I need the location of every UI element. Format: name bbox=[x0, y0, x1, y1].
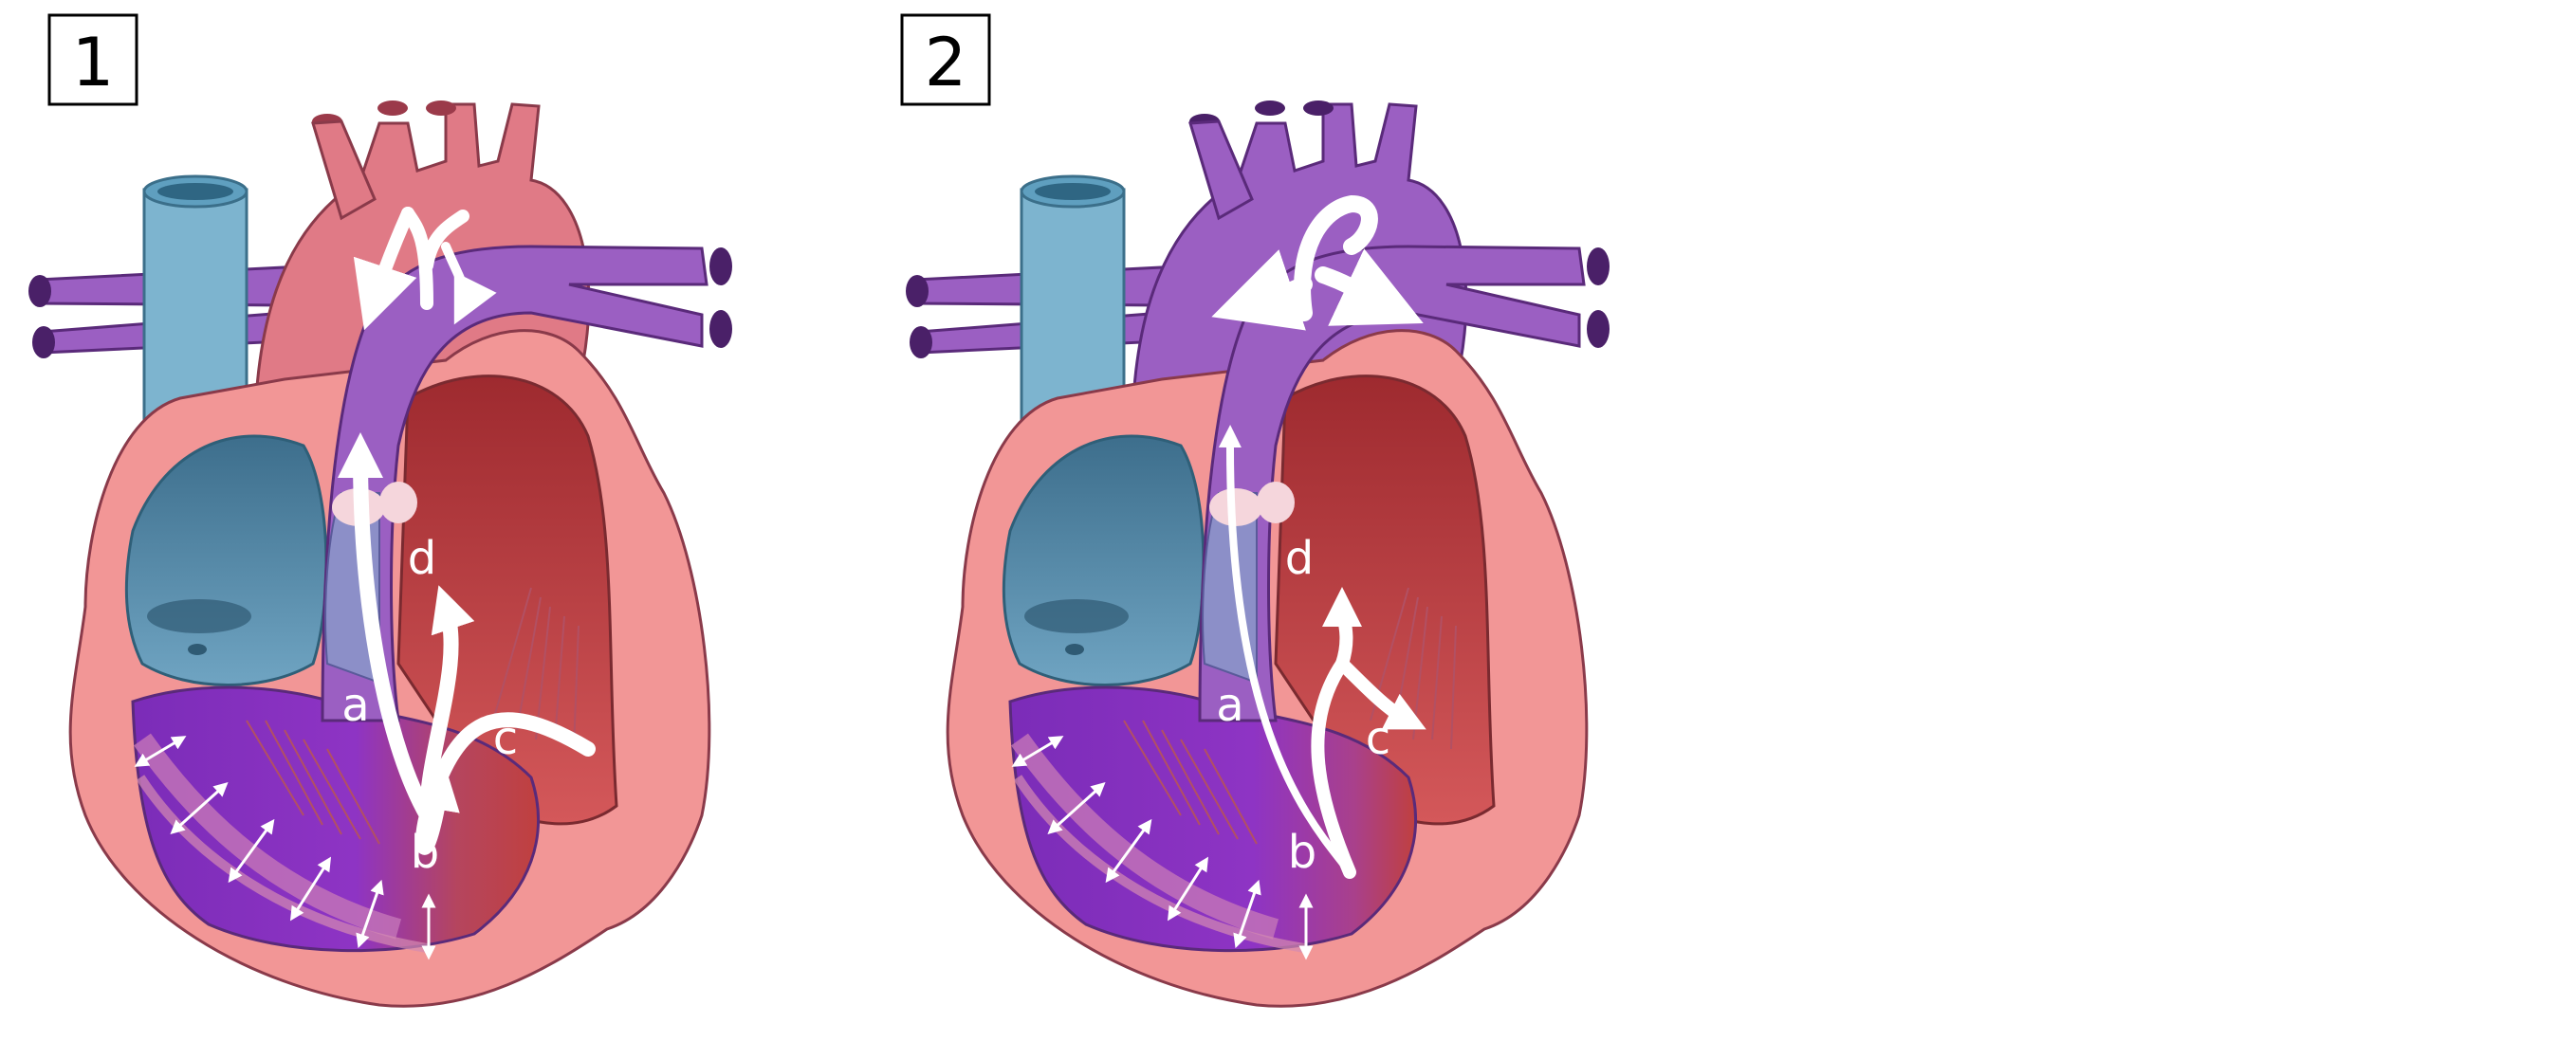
flow-arrow-to-aorta bbox=[1218, 425, 1426, 879]
panel-2: 2 bbox=[900, 13, 1610, 1008]
panel-1: 1 bbox=[28, 13, 732, 1008]
panel-number: 1 bbox=[72, 24, 115, 101]
label-d: d bbox=[1285, 532, 1314, 585]
panel-number-box bbox=[47, 13, 138, 106]
left-ventricle-chamber bbox=[396, 374, 618, 826]
double-headed-arrow-icon bbox=[134, 736, 436, 960]
double-headed-arrow-icon bbox=[1011, 736, 1314, 960]
left-ventricle-chamber bbox=[1274, 374, 1496, 826]
flow-arrow-to-aorta bbox=[338, 432, 596, 855]
panel-number-box bbox=[900, 13, 991, 106]
label-a: a bbox=[341, 679, 369, 732]
label-b: b bbox=[1288, 826, 1316, 879]
label-d: d bbox=[408, 532, 436, 585]
branching-arrow-icon bbox=[353, 207, 497, 331]
label-c: c bbox=[493, 712, 518, 765]
chordae-tendineae bbox=[1123, 587, 1457, 845]
panel-number: 2 bbox=[925, 24, 967, 101]
label-c: c bbox=[1366, 712, 1390, 765]
branching-arrow-icon bbox=[1211, 194, 1424, 331]
label-b: b bbox=[411, 826, 439, 879]
label-a: a bbox=[1216, 679, 1243, 732]
